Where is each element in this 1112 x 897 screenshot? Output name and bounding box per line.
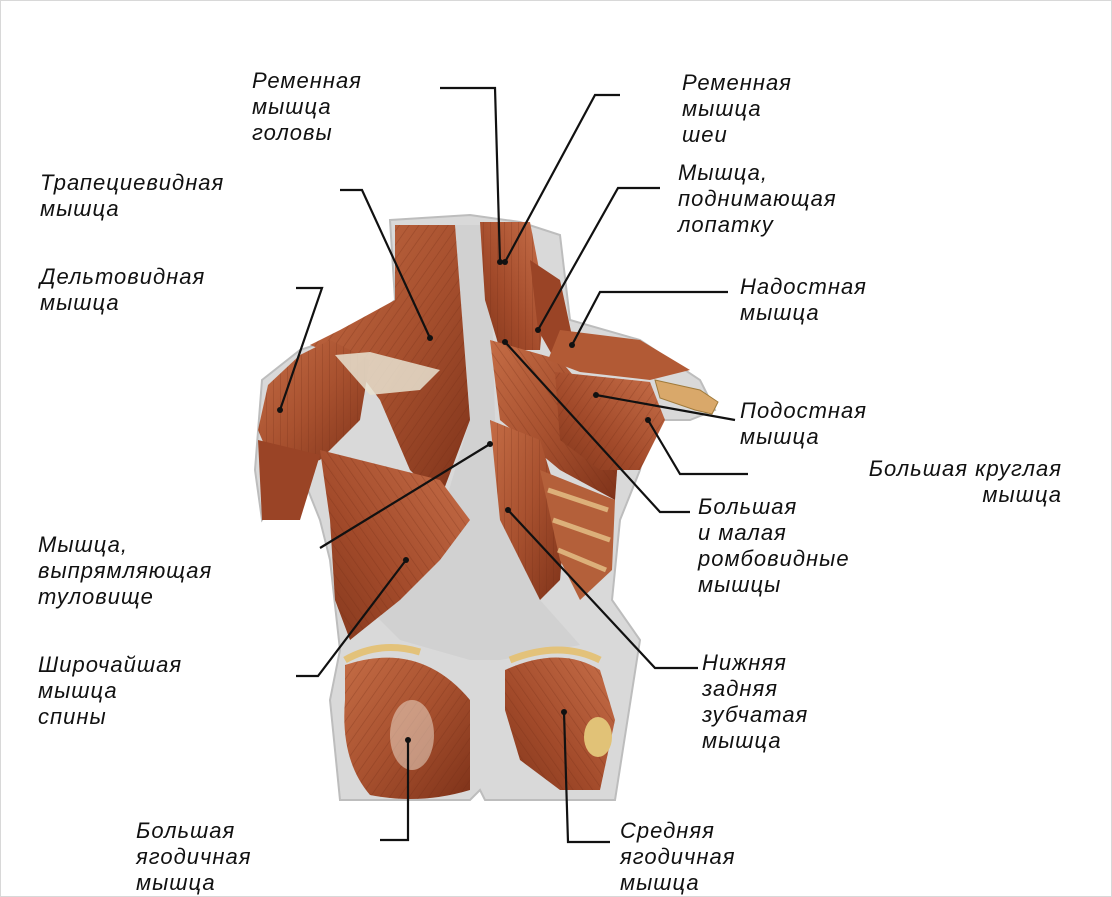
label-splenius-cervicis: Ременнаямышцашеи xyxy=(682,70,792,148)
label-erector-spinae: Мышца,выпрямляющаятуловище xyxy=(38,532,212,610)
label-serratus-posterior-inferior: Нижняязадняязубчатаямышца xyxy=(702,650,808,754)
label-gluteus-maximus: Большаяягодичнаямышца xyxy=(136,818,251,896)
label-gluteus-medius: Средняяягодичнаямышца xyxy=(620,818,735,896)
label-trapezius: Трапециевиднаямышца xyxy=(40,170,224,222)
label-levator-scapulae: Мышца,поднимающаялопатку xyxy=(678,160,837,238)
label-infraspinatus: Подостнаямышца xyxy=(740,398,867,450)
label-deltoid: Дельтовиднаямышца xyxy=(40,264,205,316)
label-splenius-capitis: Ременнаямышцаголовы xyxy=(252,68,362,146)
label-supraspinatus: Надостнаямышца xyxy=(740,274,867,326)
label-rhomboids: Большаяи малаяромбовидныемышцы xyxy=(698,494,850,598)
label-latissimus-dorsi: Широчайшаямышцаспины xyxy=(38,652,182,730)
